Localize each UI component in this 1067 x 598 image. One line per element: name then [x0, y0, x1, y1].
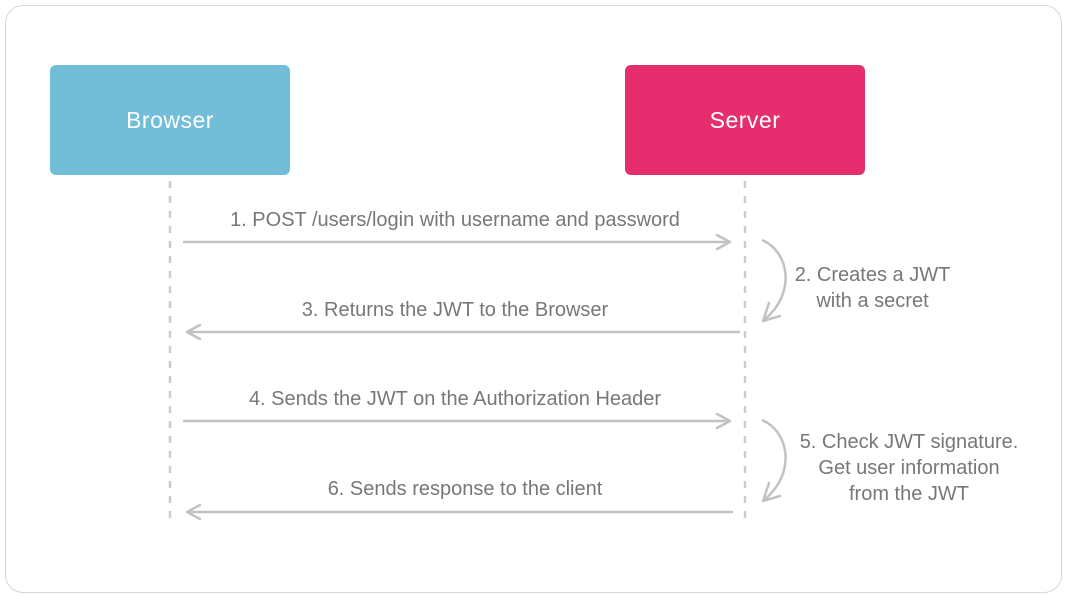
self-note-5-line-3: from the JWT	[848, 483, 969, 505]
self-note-5-line-2: Get user information	[818, 457, 1000, 479]
self-note-2-line-1: 2. Creates a JWT	[794, 264, 951, 286]
message-label-6: 6. Sends response to the client	[327, 478, 603, 500]
self-note-5: 5. Check JWT signature. Get user informa…	[793, 429, 1025, 507]
self-note-2-line-2: with a secret	[816, 290, 929, 312]
self-note-5-line-1: 5. Check JWT signature.	[799, 431, 1019, 453]
self-note-2: 2. Creates a JWT with a secret	[775, 262, 970, 314]
message-label-1: 1. POST /users/login with username and p…	[230, 209, 680, 231]
actor-label-server: Server	[709, 106, 781, 133]
actor-box-browser: Browser	[50, 65, 290, 175]
actor-box-server: Server	[625, 65, 865, 175]
actor-label-browser: Browser	[126, 106, 214, 133]
message-label-3: 3. Returns the JWT to the Browser	[301, 299, 609, 321]
message-label-4: 4. Sends the JWT on the Authorization He…	[248, 388, 662, 410]
